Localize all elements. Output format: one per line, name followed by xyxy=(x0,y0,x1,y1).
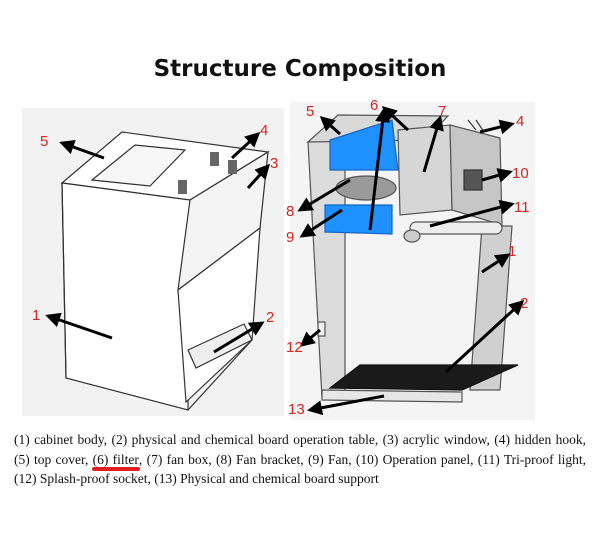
label-left-2: 2 xyxy=(266,309,274,326)
caption-filter-highlight: (6) filter xyxy=(91,451,140,471)
label-right-5: 5 xyxy=(306,103,314,120)
label-left-3: 3 xyxy=(270,155,278,172)
parts-legend-caption: (1) cabinet body, (2) physical and chemi… xyxy=(14,430,586,489)
arrow-4-right xyxy=(479,119,515,135)
red-underline-mark xyxy=(91,466,140,471)
label-right-11: 11 xyxy=(514,199,530,216)
arrow-1-right xyxy=(481,253,511,274)
label-right-6: 6 xyxy=(370,97,378,114)
arrow-9-right xyxy=(299,208,343,238)
label-right-13: 13 xyxy=(288,401,305,418)
label-right-2: 2 xyxy=(520,295,528,312)
arrow-8-right xyxy=(297,178,351,212)
caption-part-2: , (7) fan box, (8) Fan bracket, (9) Fan,… xyxy=(14,451,586,487)
label-left-5: 5 xyxy=(40,133,48,150)
label-right-1: 1 xyxy=(508,243,516,260)
arrow-13-right xyxy=(307,394,385,416)
arrow-10-right xyxy=(481,168,513,183)
arrow-4-left xyxy=(230,131,261,160)
label-right-10: 10 xyxy=(512,165,529,182)
arrow-5-right xyxy=(319,116,341,136)
annotation-arrows xyxy=(45,105,525,416)
arrow-2-right xyxy=(444,299,525,374)
arrow-7-right xyxy=(422,115,444,173)
label-right-4: 4 xyxy=(516,113,524,130)
label-left-4: 4 xyxy=(260,122,268,139)
arrow-12-right xyxy=(299,328,321,347)
page-title: Structure Composition xyxy=(153,56,447,82)
caption-part-1: (1) cabinet body, (2) physical and chemi… xyxy=(14,432,586,467)
label-right-12: 12 xyxy=(286,339,303,356)
arrow-3-left xyxy=(246,163,271,190)
label-right-8: 8 xyxy=(286,203,294,220)
part-number-labels: 5 4 3 1 2 5 6 7 4 10 8 9 11 1 2 12 13 xyxy=(32,97,530,418)
label-right-7: 7 xyxy=(438,103,446,120)
caption-filter-text: (6) filter xyxy=(92,451,139,467)
arrow-5-left xyxy=(59,139,105,160)
arrow-11-right xyxy=(429,199,515,228)
left-cabinet-drawing xyxy=(22,108,284,416)
arrow-1-left xyxy=(45,312,113,340)
label-right-9: 9 xyxy=(286,229,294,246)
arrow-2-left xyxy=(213,321,265,354)
arrow-6b-right xyxy=(368,107,391,231)
label-left-1: 1 xyxy=(32,307,40,324)
